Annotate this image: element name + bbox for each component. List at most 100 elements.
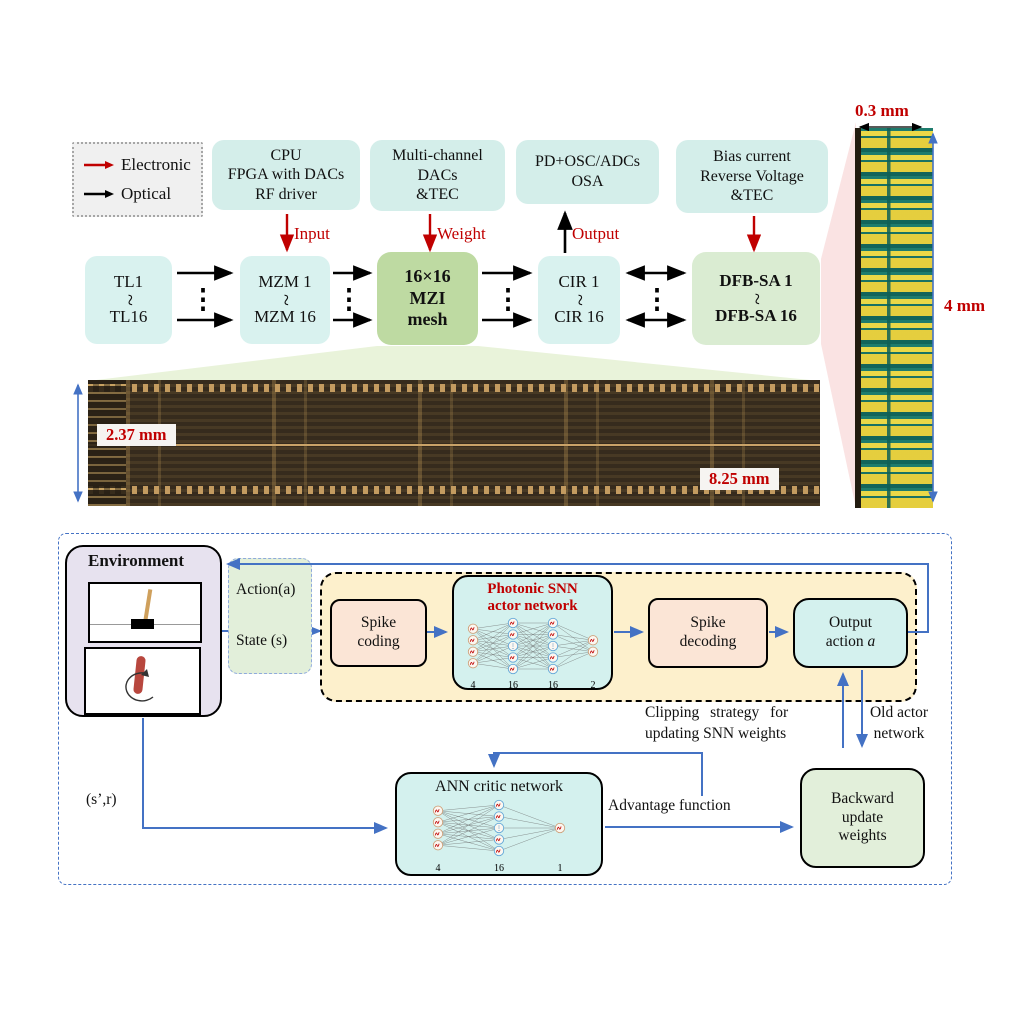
ann-critic-box: ANN critic network ⋮ 4 16 1 <box>395 772 603 876</box>
pendulum-panel <box>84 647 201 715</box>
mesh-zoom-wedge <box>88 346 820 381</box>
box-line: CPU <box>270 146 302 164</box>
svg-text:4: 4 <box>436 863 441 873</box>
box-line: MZM 1 <box>258 272 312 292</box>
rotation-arrow-icon <box>125 669 154 702</box>
label-line: network <box>873 724 925 742</box>
box-line: CIR 1 <box>558 272 600 292</box>
box-line: DFB-SA 16 <box>715 305 797 325</box>
action-label: Action(a) <box>236 581 296 599</box>
tilde-icon: ~ <box>568 294 593 306</box>
pd-osc-box: PD+OSC/ADCs OSA <box>516 140 659 204</box>
box-line: RF driver <box>255 185 317 203</box>
critic-network-diagram: ⋮ 4 16 1 <box>432 799 566 873</box>
box-line: &TEC <box>730 187 774 205</box>
advantage-function-label: Advantage function <box>608 797 731 814</box>
box-line: Bias current <box>713 148 791 166</box>
tilde-icon: ~ <box>274 294 299 306</box>
box-line: update <box>841 808 884 826</box>
environment-title: Environment <box>88 551 185 570</box>
box-line: PD+OSC/ADCs <box>534 153 641 171</box>
state-label: State (s) <box>236 632 288 650</box>
legend-item-electronic: Electronic <box>82 155 191 176</box>
cartpole-cart <box>131 619 154 629</box>
sr-label: (s’,r) <box>86 791 117 808</box>
legend-label: Electronic <box>121 154 191 174</box>
box-line: Spike <box>360 614 397 632</box>
bar-height-label: 4 mm <box>944 296 986 315</box>
label-line: Old actor <box>869 704 929 721</box>
actor-title-line: actor network <box>487 598 578 615</box>
multichannel-dac-box: Multi-channel DACs &TEC <box>370 140 505 211</box>
weight-label: Weight <box>437 224 486 243</box>
box-line: CIR 16 <box>554 307 604 326</box>
box-line: coding <box>357 633 400 650</box>
box-line: Multi-channel <box>392 147 483 165</box>
cpu-fpga-box: CPU FPGA with DACs RF driver <box>212 140 360 210</box>
legend: Electronic Optical <box>72 142 203 217</box>
vertical-ellipsis-icon: ⋮ <box>190 284 217 314</box>
box-line: Output <box>828 614 873 632</box>
legend-item-optical: Optical <box>82 184 171 205</box>
box-line: decoding <box>679 633 737 650</box>
circulator-box: CIR 1 ~ CIR 16 <box>538 256 620 344</box>
box-line: Backward <box>831 789 894 807</box>
tilde-icon: ~ <box>745 292 770 305</box>
box-line: TL16 <box>109 307 148 326</box>
box-line: OSA <box>571 173 604 190</box>
box-line: DFB-SA 1 <box>719 270 793 290</box>
action-word: action <box>825 633 868 650</box>
output-action-box: Output action a <box>793 598 908 668</box>
box-line: MZM 16 <box>254 307 316 326</box>
photonic-snn-actor-box: Photonic SNN actor network ⋮ ⋮ 4 16 16 2 <box>452 575 613 690</box>
svg-text:16: 16 <box>494 863 504 873</box>
box-line: 16×16 <box>404 265 451 286</box>
vertical-ellipsis-icon: ⋮ <box>336 284 363 314</box>
output-label: Output <box>572 224 620 243</box>
dfb-sa-box: DFB-SA 1 ~ DFB-SA 16 <box>692 252 820 345</box>
svg-text:16: 16 <box>508 680 518 689</box>
box-line: weights <box>838 827 887 845</box>
mzi-mesh-box: 16×16 MZI mesh <box>377 252 478 345</box>
bar-width-label: 0.3 mm <box>855 101 909 120</box>
svg-text:16: 16 <box>548 680 558 689</box>
svg-text:⋮: ⋮ <box>509 642 516 650</box>
actor-title-line: Photonic SNN <box>487 581 578 597</box>
rl-loop-border <box>58 533 952 885</box>
chip-height-label: 2.37 mm <box>97 424 176 446</box>
box-line: mesh <box>407 309 448 330</box>
label-line: updating SNN weights <box>645 724 787 742</box>
box-line: FPGA with DACs <box>227 166 345 184</box>
mzi-chip-micrograph <box>88 380 820 506</box>
critic-title: ANN critic network <box>435 778 563 795</box>
tilde-icon: ~ <box>117 294 143 306</box>
old-actor-label: Old actor network <box>853 703 945 745</box>
svg-text:4: 4 <box>470 680 475 689</box>
electronic-arrow-icon <box>84 161 114 170</box>
label-line: Clipping strategy for <box>645 704 789 721</box>
svg-text:2: 2 <box>590 680 595 689</box>
input-label: Input <box>294 224 330 243</box>
box-line: TL1 <box>113 272 144 292</box>
box-line: DACs <box>417 166 458 184</box>
svg-text:⋮: ⋮ <box>549 642 556 650</box>
box-line: action a <box>826 633 876 652</box>
action-variable: a <box>867 633 876 650</box>
cartpole-panel <box>88 582 202 643</box>
tunable-laser-box: TL1 ~ TL16 <box>85 256 172 344</box>
box-line: &TEC <box>416 186 459 204</box>
clipping-strategy-label: Clipping strategy for updating SNN weigh… <box>645 703 843 745</box>
spike-decoding-box: Spike decoding <box>648 598 768 668</box>
bias-current-box: Bias current Reverse Voltage &TEC <box>676 140 828 213</box>
svg-text:1: 1 <box>558 863 563 873</box>
box-line: Reverse Voltage <box>700 167 804 185</box>
vertical-ellipsis-icon: ⋮ <box>644 284 671 314</box>
mzm-box: MZM 1 ~ MZM 16 <box>240 256 330 344</box>
vertical-ellipsis-icon: ⋮ <box>495 284 522 314</box>
svg-text:⋮: ⋮ <box>496 824 503 832</box>
box-line: MZI <box>409 287 446 308</box>
optical-arrow-icon <box>84 189 114 198</box>
action-state-box: Action(a) State (s) <box>228 558 312 674</box>
spike-coding-box: Spike coding <box>330 599 427 667</box>
